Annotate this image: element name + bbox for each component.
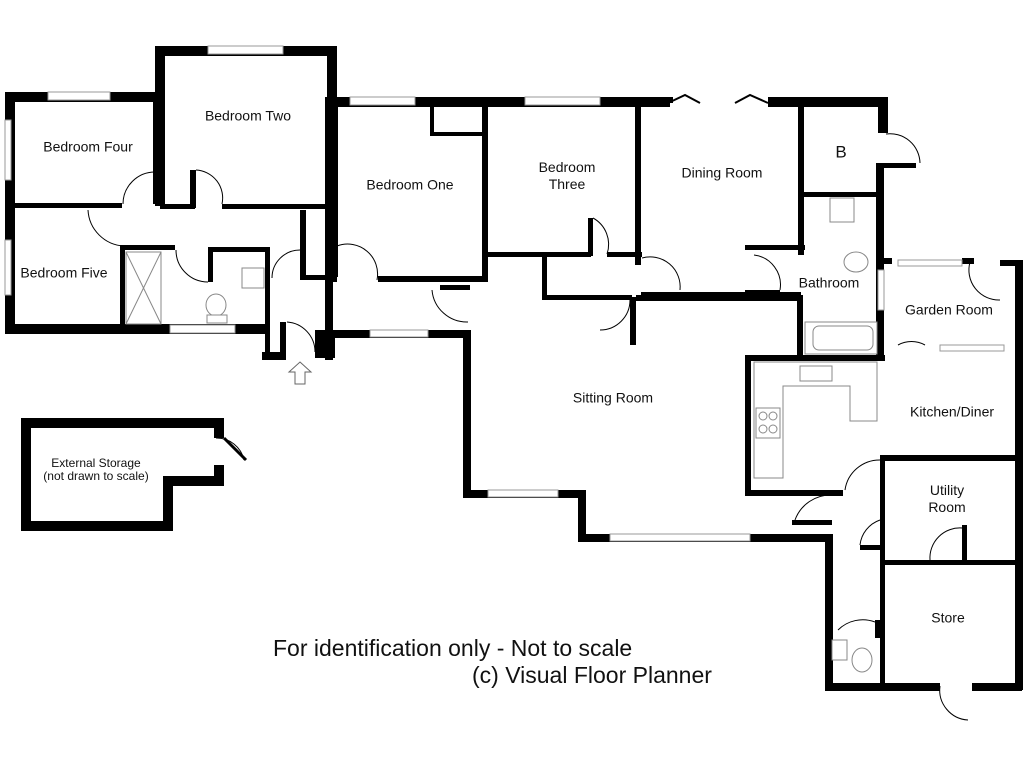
room-label-bedroom-one: Bedroom One: [366, 176, 454, 193]
room-label-bedroom-four: Bedroom Four: [43, 138, 133, 155]
room-label-bathroom: Bathroom: [798, 274, 860, 291]
room-label-b: B: [835, 142, 847, 162]
room-label-store: Store: [931, 609, 965, 626]
room-label-bedroom-two: Bedroom Two: [204, 107, 292, 124]
room-label-external-storage: External Storage (not drawn to scale): [43, 456, 149, 483]
doors: [87, 93, 1001, 721]
room-label-bedroom-three: Bedroom Three: [538, 159, 596, 192]
up-arrow-icon: [287, 361, 313, 385]
fixtures: [125, 197, 878, 673]
room-label-dining-room: Dining Room: [681, 164, 763, 181]
room-label-kitchen-diner: Kitchen/Diner: [909, 403, 995, 420]
room-label-sitting-room: Sitting Room: [572, 389, 654, 406]
copyright-text: (c) Visual Floor Planner: [472, 662, 712, 688]
room-label-bedroom-five: Bedroom Five: [20, 264, 108, 281]
disclaimer-text: For identification only - Not to scale: [273, 635, 633, 661]
room-label-garden-room: Garden Room: [905, 301, 993, 318]
room-label-utility-room: Utility Room: [928, 482, 966, 515]
windows: [4, 45, 1005, 542]
